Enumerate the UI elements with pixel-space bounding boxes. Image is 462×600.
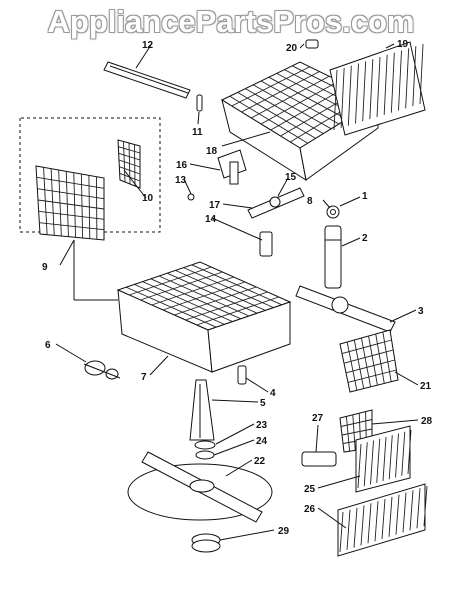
callout-3: 3: [418, 306, 424, 317]
leader-lines: [55, 43, 419, 541]
part-16-bracket: [217, 149, 247, 185]
part-24-seal: [195, 450, 215, 460]
callout-17: 17: [209, 200, 221, 211]
part-26-tine-row: [337, 483, 428, 557]
callout-28: 28: [421, 416, 433, 427]
callout-26: 26: [304, 504, 316, 515]
part-27-bracket: [301, 451, 337, 467]
part-21-basket: [339, 329, 399, 393]
callout-16: 16: [176, 160, 188, 171]
callout-8: 8: [307, 196, 313, 207]
callout-13: 13: [175, 175, 187, 186]
part-4-bushing: [237, 365, 247, 385]
callout-20: 20: [286, 43, 298, 54]
callout-22: 22: [254, 456, 266, 467]
callout-7: 7: [141, 372, 147, 383]
callout-23: 23: [256, 420, 268, 431]
part-3-spray-arm: [295, 285, 396, 333]
callout-29: 29: [278, 526, 290, 537]
callout-15: 15: [285, 172, 297, 183]
callout-21: 21: [420, 381, 432, 392]
part-7-lower-rack: [116, 261, 292, 373]
part-14-clip: [259, 231, 273, 257]
part-15-spray-arm: [247, 187, 305, 219]
callout-4: 4: [270, 388, 276, 399]
part-9-box: [19, 117, 161, 241]
part-25-tine-row: [355, 425, 412, 493]
part-13-screw: [187, 193, 195, 201]
callout-6: 6: [45, 340, 51, 351]
callout-9: 9: [42, 262, 48, 273]
part-2-tube: [324, 225, 342, 289]
part-20-clip: [305, 39, 319, 49]
part-5-manifold: [189, 379, 215, 441]
callout-24: 24: [256, 436, 268, 447]
part-23-washer: [194, 440, 216, 450]
callout-14: 14: [205, 214, 217, 225]
part-8-nut: [326, 205, 340, 219]
callout-2: 2: [362, 233, 368, 244]
part-22-spray-arm-base: [127, 451, 273, 523]
callout-11: 11: [192, 127, 203, 138]
part-19-tine-row: [329, 41, 426, 136]
callout-12: 12: [142, 40, 154, 51]
part-6-wheels: [83, 360, 121, 380]
callout-18: 18: [206, 146, 218, 157]
callout-27: 27: [312, 413, 324, 424]
watermark: AppliancePartsPros.com: [47, 4, 415, 39]
callout-1: 1: [362, 191, 368, 202]
callout-19: 19: [397, 39, 409, 50]
callout-25: 25: [304, 484, 316, 495]
part-29-filter: [191, 533, 221, 553]
part-12-rail: [103, 61, 191, 99]
callout-labels: 1 2 3 4 5 6 7 8 9 10 11 12 13 14 15 16 1…: [42, 39, 433, 537]
callout-10: 10: [142, 193, 154, 204]
part-11-clip: [196, 94, 203, 112]
callout-5: 5: [260, 398, 266, 409]
